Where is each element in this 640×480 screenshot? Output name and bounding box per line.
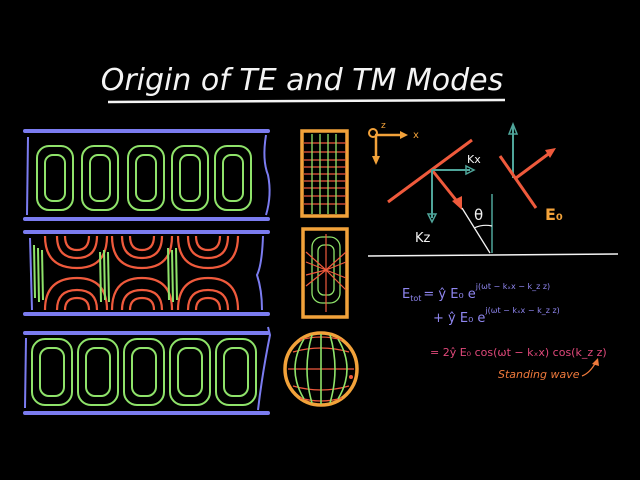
efield-loops-top: [36, 145, 252, 211]
waveguide-middle: [23, 230, 270, 316]
cross-section-circular: [283, 331, 359, 407]
axis-icon: z x: [368, 121, 419, 165]
svg-text:θ: θ: [474, 206, 483, 224]
reflected-wave: E₀: [498, 121, 563, 224]
svg-text:E₀: E₀: [545, 205, 563, 224]
waveguide-bottom: [23, 326, 272, 415]
efield-loops-bottom: [31, 338, 257, 406]
svg-text:Etot= ŷ E₀ ej(ωt − kₓx − k_z z: Etot= ŷ E₀ ej(ωt − kₓx − k_z z): [402, 282, 550, 303]
hfield-arches: [43, 235, 240, 311]
svg-text:Kx: Kx: [467, 153, 481, 166]
cross-section-rect-grid: [300, 129, 349, 218]
svg-text:+ ŷ E₀ ej(ωt − kₓx − k_z z): + ŷ E₀ ej(ωt − kₓx − k_z z): [433, 306, 560, 326]
standing-wave-equation: = 2ŷ E₀ cos(ωt − kₓx) cos(k_z z): [430, 346, 607, 359]
svg-text:z: z: [381, 121, 386, 131]
svg-text:Kz: Kz: [415, 231, 431, 246]
title-underline: [107, 98, 506, 104]
boundary-line: [367, 253, 619, 257]
standing-wave-note: Standing wave: [498, 368, 580, 381]
equation-block: Etot= ŷ E₀ ej(ωt − kₓx − k_z z) + ŷ E₀ e…: [402, 282, 607, 381]
incident-wave: Kx Kz θ: [387, 138, 493, 254]
svg-text:x: x: [413, 130, 419, 141]
page-title: Origin of TE and TM Modes: [101, 63, 504, 98]
waveguide-top: [23, 129, 271, 221]
efield-vertical-lines: [33, 244, 178, 303]
cross-section-rect-radial: [301, 227, 349, 319]
